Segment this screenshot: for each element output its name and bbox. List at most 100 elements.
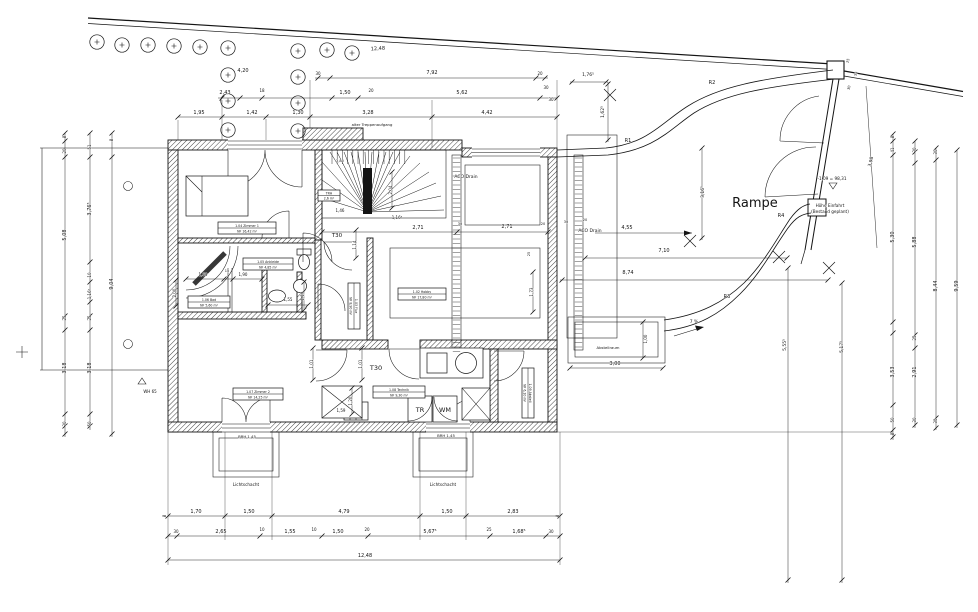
winder-staircase xyxy=(321,149,447,219)
label-aco-drain-2: ACO Drain xyxy=(578,228,601,234)
gate-leaf-2 xyxy=(764,146,819,198)
dim-label: 20 xyxy=(364,527,370,532)
label-einfahrt-2: (Bestand geplant) xyxy=(811,209,849,214)
tree-icon xyxy=(344,45,360,61)
dim-label: 25 xyxy=(912,335,917,341)
dim-label: 2,83 xyxy=(507,509,518,515)
dim-label: 1,14 xyxy=(352,240,357,249)
label-wm: WM xyxy=(439,406,451,414)
bed xyxy=(185,175,249,217)
label-r3: R3 xyxy=(724,294,731,300)
dim-label: 3,53 xyxy=(890,366,896,377)
dim-label: 1,90 xyxy=(239,272,248,277)
tree-cross-icon xyxy=(197,44,203,50)
courtyard-and-drains xyxy=(389,134,666,364)
tree-icon xyxy=(290,123,306,139)
dim-label: 5,30 xyxy=(890,231,896,242)
gate-entry-marker xyxy=(807,198,827,217)
dim-label: 5,55⁵ xyxy=(782,339,788,351)
label-aco-drain-1: ACO Drain xyxy=(454,174,477,180)
tree-icon xyxy=(89,34,105,50)
dim-label: 1,95 xyxy=(193,110,204,116)
washbasin xyxy=(268,289,286,303)
tree-cross-icon xyxy=(295,128,301,134)
room-stamp-text: 1.04 Zimmer 1 xyxy=(235,224,259,228)
dim-label: 1,55 xyxy=(284,529,295,535)
room-stamp-text: TRH xyxy=(325,192,333,196)
dim-label: 9,59 xyxy=(954,280,960,291)
dim-label: 41 xyxy=(890,147,895,153)
gate-post xyxy=(826,60,845,80)
label-einfahrt-1: Höhe Einfahrt xyxy=(816,203,845,208)
dim-label: 1,42 xyxy=(246,110,257,116)
dim-label: 7,10 xyxy=(658,248,669,254)
dim-label: 30 xyxy=(933,149,938,155)
tree-icon xyxy=(140,37,156,53)
label-rampe: Rampe xyxy=(732,196,778,211)
dim-label: 2,71 xyxy=(501,224,512,230)
room-stamp-text: 1.05 Ankleide xyxy=(257,260,279,264)
room-stamp-text: NF 14,25 m² xyxy=(248,396,268,400)
label-lichtschacht-1: Lichtschacht xyxy=(233,482,260,487)
tree-cross-icon xyxy=(225,98,231,104)
dim-label: 10 xyxy=(259,527,265,532)
dim-label: 18 xyxy=(259,88,265,93)
fixtures xyxy=(185,175,491,423)
dim-label: 20 xyxy=(537,71,543,76)
dim-label: 1,76⁵ xyxy=(582,72,594,78)
label-abstellraum: Abstellraum xyxy=(597,345,620,350)
dim-label: 8,44 xyxy=(933,280,939,291)
tick-marks xyxy=(62,75,960,583)
tree-cross-icon xyxy=(349,50,355,56)
tree-cross-icon xyxy=(119,42,125,48)
dim-label: 30 xyxy=(847,85,852,90)
room-stamp-text: 1.06 Bad xyxy=(202,298,216,302)
dim-label: 30 xyxy=(315,71,321,76)
label-slope: 7 % xyxy=(690,319,699,325)
dim-label: 1,30 xyxy=(292,110,303,116)
dim-label: 1,16⁵ xyxy=(392,215,403,220)
dim-label: 1,16⁵ xyxy=(87,288,92,299)
ramp-driveway xyxy=(556,69,836,337)
dim-label: 8 xyxy=(890,432,895,435)
dim-label: 25 xyxy=(87,315,92,321)
dim-label: 4,55 xyxy=(621,225,632,231)
room-stamp-text: 1.07 Zimmer 2 xyxy=(246,390,270,394)
dim-label: 1,01 xyxy=(358,359,363,368)
dim-label: 5,67⁵ xyxy=(423,529,436,535)
light-wells xyxy=(212,431,474,478)
dim-label: 25 xyxy=(527,252,531,256)
label-r4: R4 xyxy=(778,213,785,219)
room-stamp-text: NF 17,80 m² xyxy=(412,296,432,300)
generated-geometry xyxy=(62,34,960,583)
room-stamps: 1.04 Zimmer 1 NF 16,42 m² 1.05 Ankleide NF … xyxy=(187,189,535,419)
dim-label: 8 xyxy=(109,138,114,141)
tree-icon xyxy=(220,122,236,138)
dim-label: 2,91 xyxy=(912,366,918,377)
tree-cross-icon xyxy=(225,127,231,133)
label-r1: R1 xyxy=(625,138,632,144)
dim-label: 15 xyxy=(225,269,229,273)
building-walls xyxy=(167,127,558,433)
dim-label: 1,50 xyxy=(332,529,343,535)
tree-icon xyxy=(220,67,236,83)
dim-label: 5,62 xyxy=(456,90,467,96)
room-stamp-text: NF 4,85 m² xyxy=(259,266,277,270)
dim-label: 5,17⁵ xyxy=(839,341,845,353)
dim-label: 2,71 xyxy=(412,225,423,231)
dim-label: 1,68⁵ xyxy=(512,529,525,535)
dim-label: 4,79 xyxy=(338,509,349,515)
label-t30-technik: T30 xyxy=(369,364,382,372)
survey-x-icon xyxy=(603,88,617,102)
dim-label: 1,73 xyxy=(529,287,534,296)
dim-line xyxy=(865,85,878,249)
tree-cross-icon xyxy=(295,48,301,54)
label-r2: R2 xyxy=(709,80,716,86)
tree-cross-icon xyxy=(225,72,231,78)
room-stamp-text: NF 16,42 m² xyxy=(237,230,257,234)
